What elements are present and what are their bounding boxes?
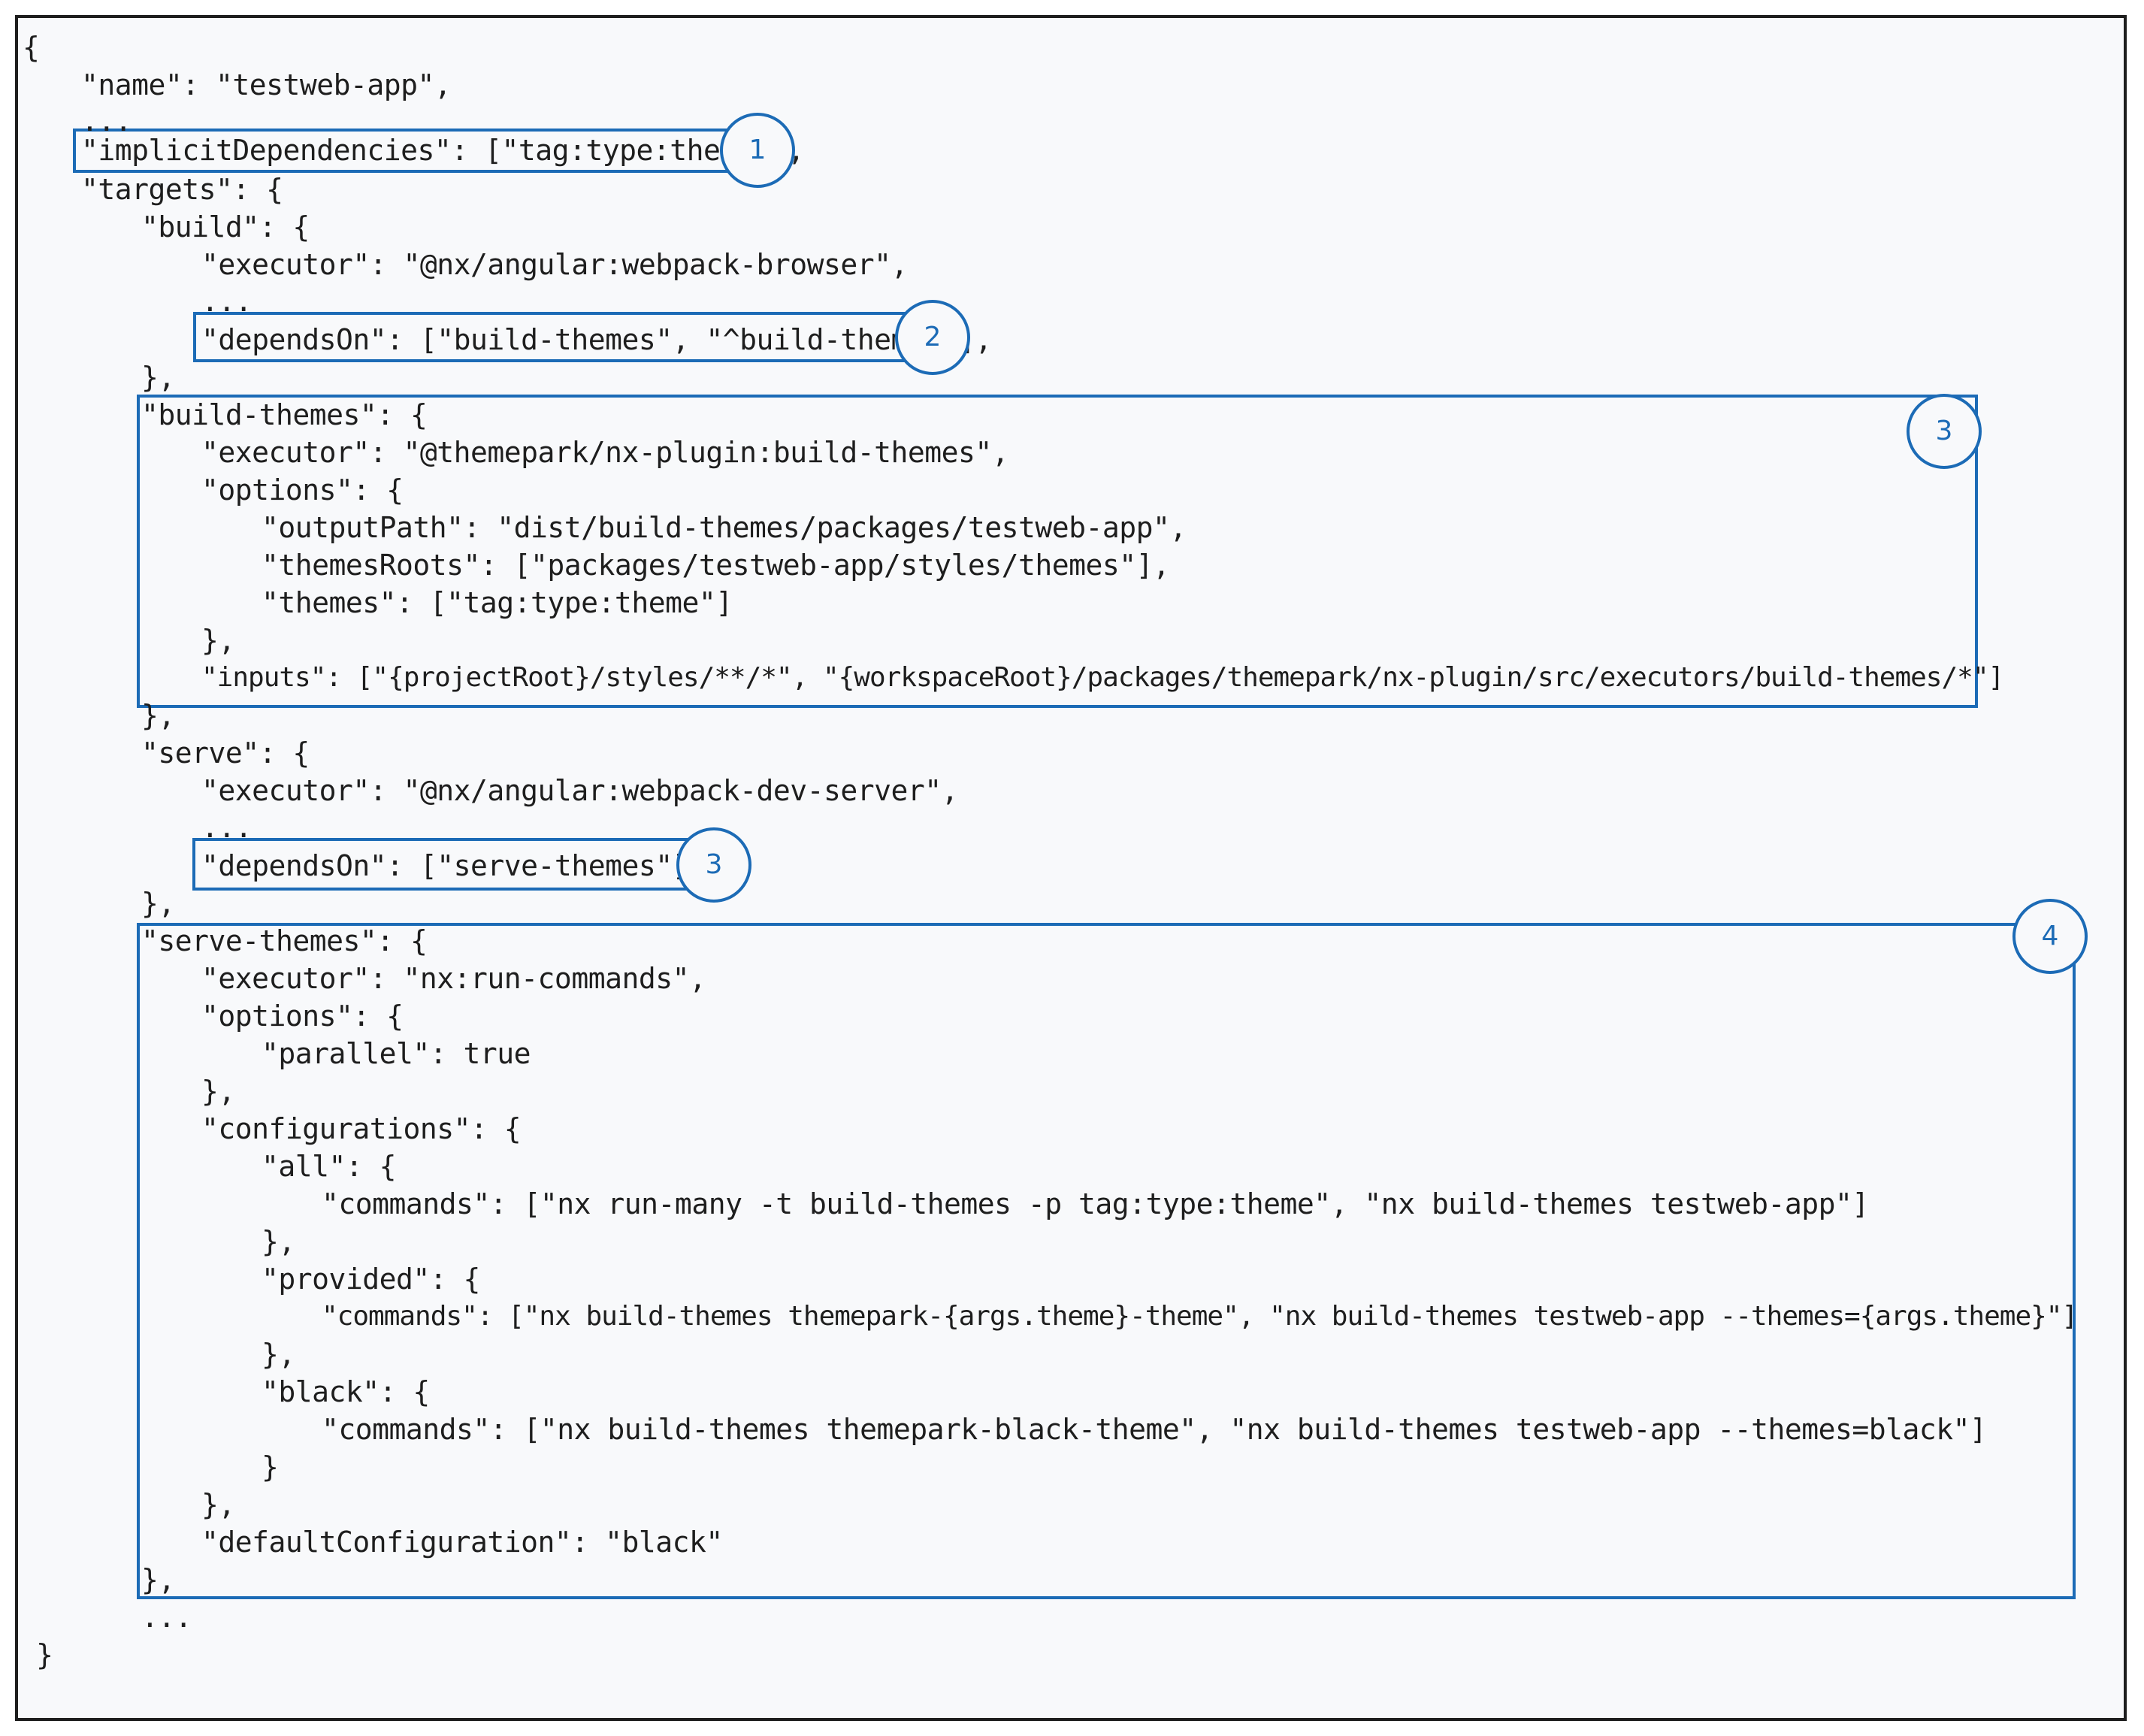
code-line: ... bbox=[201, 285, 253, 318]
code-line: "options": { bbox=[201, 1000, 404, 1033]
code-line: "serve": { bbox=[141, 736, 310, 770]
code-line: "dependsOn": ["build-themes", "^build-th… bbox=[201, 323, 992, 356]
code-line: "configurations": { bbox=[201, 1112, 522, 1145]
code-line: "targets": { bbox=[81, 173, 283, 206]
code-line: "commands": ["nx build-themes themepark-… bbox=[322, 1301, 2078, 1332]
code-line: "dependsOn": ["serve-themes"] bbox=[201, 849, 689, 882]
code-line: }, bbox=[141, 887, 175, 920]
code-line: "defaultConfiguration": "black" bbox=[201, 1526, 723, 1559]
code-line: "build-themes": { bbox=[141, 398, 428, 431]
code-line: "black": { bbox=[262, 1375, 430, 1408]
code-line: } bbox=[262, 1450, 279, 1483]
code-line: }, bbox=[201, 1488, 235, 1521]
code-line: "parallel": true bbox=[262, 1037, 531, 1070]
code-line: "themesRoots": ["packages/testweb-app/st… bbox=[262, 549, 1170, 582]
code-line: "themes": ["tag:type:theme"] bbox=[262, 586, 733, 619]
code-line: "implicitDependencies": ["tag:type:theme… bbox=[81, 134, 805, 167]
code-line: "executor": "nx:run-commands", bbox=[201, 962, 706, 995]
code-line: }, bbox=[262, 1338, 295, 1371]
callout-3: 3 bbox=[1907, 394, 1982, 469]
code-line: "inputs": ["{projectRoot}/styles/**/*", … bbox=[201, 662, 2004, 693]
code-line: "serve-themes": { bbox=[141, 924, 428, 957]
code-line: ... bbox=[81, 104, 132, 138]
callout-4: 4 bbox=[2012, 899, 2088, 974]
code-line: }, bbox=[201, 1075, 235, 1108]
code-line: ... bbox=[141, 1601, 192, 1634]
callout-2: 2 bbox=[895, 300, 970, 375]
code-line: "name": "testweb-app", bbox=[81, 68, 452, 101]
highlight-box-serve-themes-target bbox=[137, 923, 2076, 1599]
highlight-box-build-themes-target bbox=[137, 395, 1978, 708]
code-line: "commands": ["nx build-themes themepark-… bbox=[322, 1413, 1987, 1446]
code-line: }, bbox=[201, 624, 235, 657]
code-line: ... bbox=[201, 811, 253, 844]
code-line: }, bbox=[262, 1225, 295, 1258]
code-line: }, bbox=[141, 361, 175, 394]
code-line: "build": { bbox=[141, 210, 310, 243]
code-line: "commands": ["nx run-many -t build-theme… bbox=[322, 1187, 1869, 1220]
code-line: "executor": "@themepark/nx-plugin:build-… bbox=[201, 436, 1009, 469]
diagram-frame: { "name": "testweb-app", ... "implicitDe… bbox=[15, 15, 2127, 1721]
code-line: "all": { bbox=[262, 1150, 397, 1183]
code-line: "executor": "@nx/angular:webpack-dev-ser… bbox=[201, 774, 959, 807]
code-line: }, bbox=[141, 699, 175, 732]
code-line: "executor": "@nx/angular:webpack-browser… bbox=[201, 248, 908, 281]
code-line: "provided": { bbox=[262, 1263, 480, 1296]
callout-1: 1 bbox=[720, 113, 795, 188]
callout-3-serve: 3 bbox=[676, 827, 751, 903]
code-line: }, bbox=[141, 1563, 175, 1596]
code-line: { bbox=[23, 31, 40, 64]
code-line: "options": { bbox=[201, 473, 404, 507]
code-line: } bbox=[36, 1638, 53, 1671]
code-line: "outputPath": "dist/build-themes/package… bbox=[262, 511, 1187, 544]
